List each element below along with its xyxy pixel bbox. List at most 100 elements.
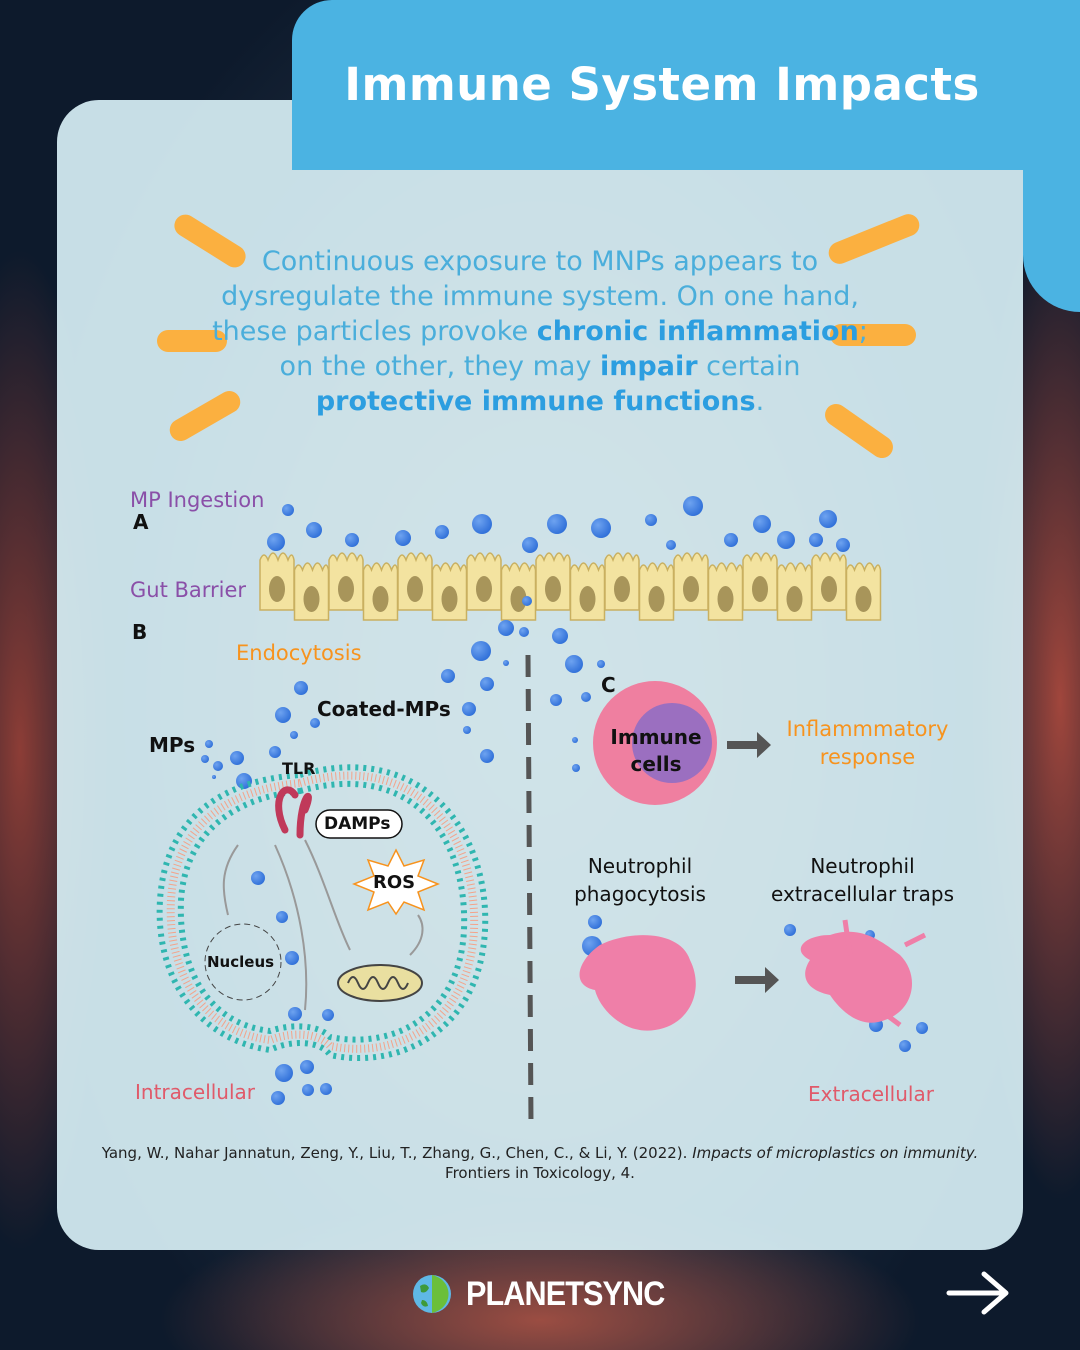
label-text: cells — [630, 752, 682, 776]
microplastic-particle — [441, 669, 455, 683]
cell-nucleus — [821, 576, 837, 602]
microplastic-particle — [471, 641, 491, 661]
label-inflammatory-response: Inflammmatory response — [785, 715, 950, 771]
cell-nucleus — [683, 576, 699, 602]
microplastic-particle — [300, 1060, 314, 1074]
brand-logo: PLANETSYNC — [410, 1272, 686, 1316]
cell-nucleus — [303, 586, 320, 612]
microplastic-particle — [269, 746, 281, 758]
label-tlr: TLR — [282, 759, 316, 778]
microplastic-particle — [395, 530, 411, 546]
microplastic-particle — [306, 522, 322, 538]
ros-star-icon — [351, 848, 441, 916]
microplastic-particle — [503, 660, 509, 666]
microplastic-particle — [597, 660, 605, 668]
label-panel-a: A — [133, 510, 149, 534]
neutrophil-shape — [579, 935, 696, 1031]
microplastic-particle — [547, 514, 567, 534]
label-intracellular: Intracellular — [135, 1080, 256, 1104]
label-text: Neutrophil — [587, 854, 693, 878]
microplastic-particle — [302, 1084, 314, 1096]
microplastic-particle — [275, 1064, 293, 1082]
microplastic-particle — [320, 1083, 332, 1095]
microplastic-particle — [480, 749, 494, 763]
accent-dash — [157, 330, 227, 352]
citation-title: Impacts of microplastics on immunity. — [692, 1144, 979, 1162]
microplastic-particle — [282, 504, 294, 516]
microplastic-particle — [666, 540, 676, 550]
intro-text: . — [755, 386, 765, 417]
microplastic-particle — [251, 871, 265, 885]
brand-name: PLANETSYNC — [466, 1274, 665, 1313]
microplastic-particle — [435, 525, 449, 539]
label-text: Inflammmatory — [786, 717, 949, 741]
header-tab — [292, 0, 1080, 170]
label-mps: MPs — [149, 733, 196, 757]
microplastic-particle — [724, 533, 738, 547]
gut-barrier-cells — [259, 552, 882, 621]
citation-authors: Yang, W., Nahar Jannatun, Zeng, Y., Liu,… — [101, 1144, 693, 1162]
intro-emphasis: protective immune functions — [315, 386, 756, 417]
page-title: Immune System Impacts — [344, 58, 980, 111]
microplastic-particle — [462, 702, 476, 716]
microplastic-particle — [683, 496, 703, 516]
microplastic-particle — [345, 533, 359, 547]
label-text: response — [819, 745, 916, 769]
microplastic-particle — [784, 924, 796, 936]
arrow-right-icon[interactable] — [944, 1268, 1014, 1318]
microplastic-particle — [522, 537, 538, 553]
microplastic-particle — [463, 726, 471, 734]
label-extracellular: Extracellular — [808, 1082, 934, 1106]
microplastic-particle — [588, 915, 602, 929]
cell-nucleus — [372, 586, 389, 612]
cell-nucleus — [269, 576, 285, 602]
intro-text: ; on the other, they may — [279, 316, 868, 382]
microplastic-particle — [753, 515, 771, 533]
microplastic-particle — [645, 514, 657, 526]
cell-nucleus — [614, 576, 630, 602]
microplastic-particle — [480, 677, 494, 691]
microplastic-particle — [322, 1009, 334, 1021]
microplastic-particle — [552, 628, 568, 644]
label-mp-ingestion: MP Ingestion — [130, 488, 265, 512]
microplastic-particle — [205, 740, 213, 748]
cell-nucleus — [717, 586, 734, 612]
cell-nucleus — [648, 586, 665, 612]
cell-nucleus — [407, 576, 423, 602]
microplastic-particle — [212, 775, 216, 779]
microplastic-particle — [290, 731, 298, 739]
microplastic-particle — [285, 951, 299, 965]
microplastic-particle — [201, 755, 209, 763]
microplastic-particle — [819, 510, 837, 528]
microplastic-particle — [276, 911, 288, 923]
citation-journal: Frontiers in Toxicology, 4. — [445, 1164, 635, 1182]
globe-leaf-icon — [413, 1275, 451, 1313]
tlr-receptor-icon — [275, 786, 312, 839]
cell-nucleus — [545, 576, 561, 602]
intro-paragraph: Continuous exposure to MNPs appears to d… — [200, 244, 880, 419]
intro-text: Continuous exposure to MNPs appears to d… — [212, 246, 859, 347]
microplastic-particle — [275, 707, 291, 723]
microplastic-particle — [271, 1091, 285, 1105]
cell-nucleus — [510, 586, 527, 612]
cell-nucleus — [476, 576, 492, 602]
microplastic-particle — [809, 533, 823, 547]
divider-dashed-line — [525, 654, 534, 1126]
microplastic-particle — [591, 518, 611, 538]
label-ros: ROS — [373, 872, 416, 893]
microplastic-particle — [288, 1007, 302, 1021]
microplastic-particle — [213, 761, 223, 771]
label-text: Immune — [610, 725, 702, 749]
microplastic-particle — [519, 627, 529, 637]
label-nucleus: Nucleus — [207, 953, 275, 971]
microplastic-particle — [565, 655, 583, 673]
damps-box — [315, 809, 403, 839]
label-text: extracellular traps — [770, 882, 955, 906]
arrow-right-icon — [727, 732, 771, 758]
arrow-right-icon — [735, 967, 779, 993]
label-panel-b: B — [132, 620, 148, 644]
cell-nucleus — [338, 576, 354, 602]
